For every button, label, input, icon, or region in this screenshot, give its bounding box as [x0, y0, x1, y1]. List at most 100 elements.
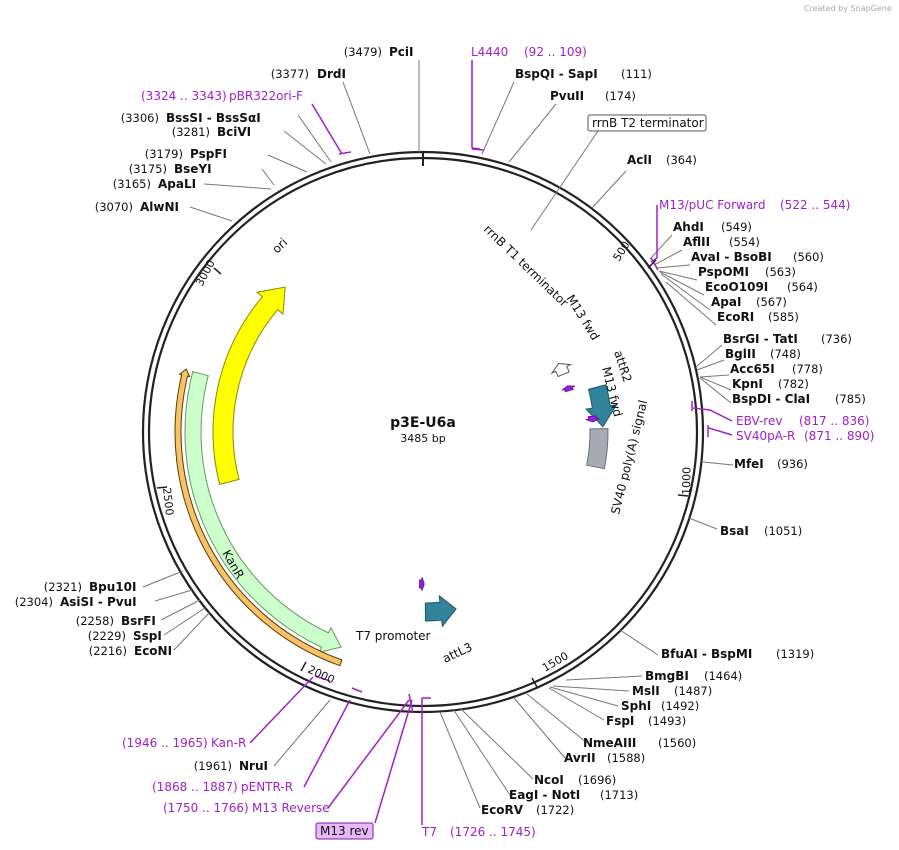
enzyme-pos: (364)	[666, 153, 697, 167]
tick-label-3000: 3000	[193, 258, 218, 289]
feature-arcs	[174, 286, 618, 667]
enzyme-name: EcoNI	[134, 644, 172, 658]
enzyme-pos: (778)	[792, 362, 823, 376]
enzyme-pos: (549)	[721, 220, 752, 234]
tick-marks	[156, 259, 689, 688]
enzyme-pos: (3281)	[172, 125, 210, 139]
enzyme-pos: (1319)	[776, 647, 814, 661]
feature-ori-arrow	[212, 286, 286, 485]
enzyme-pos: (585)	[768, 310, 799, 324]
primer-name: L4440	[471, 45, 508, 59]
boxed-label-rrnb-t2-text: rrnB T2 terminator	[592, 116, 704, 130]
leader-lines	[142, 60, 734, 809]
primer-name: pENTR-R	[241, 780, 293, 794]
enzyme-name: BciVI	[217, 125, 251, 139]
enzyme-name: BglII	[725, 347, 756, 361]
enzyme-name: EcoRV	[481, 803, 524, 817]
plasmid-name: p3E-U6a	[390, 415, 456, 431]
enzyme-name: PvuII	[550, 89, 584, 103]
enzyme-pos: (1722)	[536, 803, 574, 817]
enzyme-name: BspDI - ClaI	[732, 392, 810, 406]
boxed-label-m13-rev-text: M13 rev	[320, 824, 369, 838]
enzyme-name: SphI	[621, 699, 651, 713]
feature-attl3-arrow	[424, 594, 457, 628]
enzyme-name: AhdI	[673, 220, 704, 234]
primer-name: M13 Reverse	[252, 801, 330, 815]
enzyme-pos: (1492)	[661, 699, 699, 713]
enzyme-pos: (174)	[605, 89, 636, 103]
tick-label-2000: 2000	[306, 663, 337, 687]
enzyme-pos: (1560)	[658, 736, 696, 750]
enzyme-name: BssSI - BssSαI	[166, 111, 261, 125]
feature-label-rrnb-t1: rrnB T1 terminator	[481, 222, 571, 310]
feature-label-ori: ori	[269, 235, 290, 256]
enzyme-name: KpnI	[732, 377, 763, 391]
primer-pos: (1868 .. 1887)	[152, 780, 238, 794]
primer-labels: L4440 (92 .. 109) (3324 .. 3343) pBR322o…	[122, 45, 874, 839]
primer-pos: (92 .. 109)	[524, 45, 587, 59]
primer-pos: (522 .. 544)	[780, 198, 850, 212]
enzyme-pos: (111)	[621, 67, 652, 81]
feature-sv40-poly-a-signal-arrow	[586, 428, 609, 470]
enzyme-pos: (2304)	[15, 595, 53, 609]
feature-m13-fwd-arrow	[561, 385, 576, 393]
kanr-orf-outline	[174, 368, 343, 667]
enzyme-name: BfuAI - BspMI	[661, 647, 752, 661]
primer-pos: (871 .. 890)	[804, 429, 874, 443]
enzyme-pos: (1696)	[578, 773, 616, 787]
primer-name: pBR322ori-F	[229, 89, 303, 103]
enzyme-pos: (3377)	[271, 67, 309, 81]
feature-t7-promoter-arrow	[418, 577, 425, 591]
enzyme-pos: (2321)	[44, 580, 82, 594]
plasmid-length: 3485 bp	[400, 432, 445, 445]
enzyme-name: BsrFI	[121, 614, 156, 628]
tick-label-1000: 1000	[680, 467, 693, 495]
enzyme-pos: (1051)	[764, 524, 802, 538]
enzyme-name: NcoI	[534, 773, 564, 787]
enzyme-pos: (1713)	[600, 788, 638, 802]
enzyme-pos: (554)	[729, 235, 760, 249]
enzyme-pos: (567)	[756, 295, 787, 309]
enzyme-name: AsiSI - PvuI	[60, 595, 137, 609]
enzyme-name: NmeAIII	[583, 736, 636, 750]
enzyme-name: EcoO109I	[705, 280, 768, 294]
feature-label-t7-promoter: T7 promoter	[355, 629, 431, 643]
primer-pos: (1946 .. 1965)	[122, 736, 208, 750]
enzyme-name: ApaLI	[158, 177, 196, 191]
enzyme-name: FspI	[606, 714, 634, 728]
primer-pos: (3324 .. 3343)	[141, 89, 227, 103]
primer-name: SV40pA-R	[736, 429, 795, 443]
primer-name: Kan-R	[211, 736, 246, 750]
enzyme-pos: (3165)	[113, 177, 151, 191]
feature-label-m13fwd-1: M13 fwd	[563, 292, 602, 343]
enzyme-pos: (3179)	[145, 147, 183, 161]
primer-markers	[249, 60, 733, 825]
enzyme-pos: (1464)	[704, 669, 742, 683]
enzyme-name: EagI - NotI	[509, 788, 580, 802]
feature-label-attl3: attL3	[440, 640, 474, 666]
enzyme-name: Bpu10I	[89, 580, 136, 594]
enzyme-name: AvaI - BsoBI	[691, 250, 772, 264]
enzyme-name: PspFI	[190, 147, 227, 161]
enzyme-pos: (563)	[765, 265, 796, 279]
enzyme-name: AlwNI	[140, 200, 179, 214]
enzyme-labels-left: (3479) PciI (3377) DrdI (3306) BssSI - B…	[15, 45, 414, 773]
enzyme-pos: (2258)	[76, 614, 114, 628]
enzyme-name: Acc65I	[730, 362, 775, 376]
enzyme-pos: (936)	[777, 457, 808, 471]
enzyme-pos: (1493)	[648, 714, 686, 728]
boxed-label-m13-rev: M13 rev	[315, 822, 374, 840]
enzyme-name: EcoRI	[717, 310, 754, 324]
enzyme-pos: (785)	[835, 392, 866, 406]
tick-label-2500: 2500	[160, 487, 176, 516]
primer-pos: (817 .. 836)	[799, 414, 869, 428]
primer-name: EBV-rev	[736, 414, 782, 428]
primer-pos: (1726 .. 1745)	[450, 825, 536, 839]
enzyme-pos: (736)	[821, 332, 852, 346]
feature-rrnb-t1-terminator-arrow	[550, 362, 573, 378]
enzyme-name: NruI	[239, 759, 268, 773]
enzyme-name: SspI	[133, 629, 162, 643]
enzyme-name: BsrGI - TatI	[723, 332, 798, 346]
